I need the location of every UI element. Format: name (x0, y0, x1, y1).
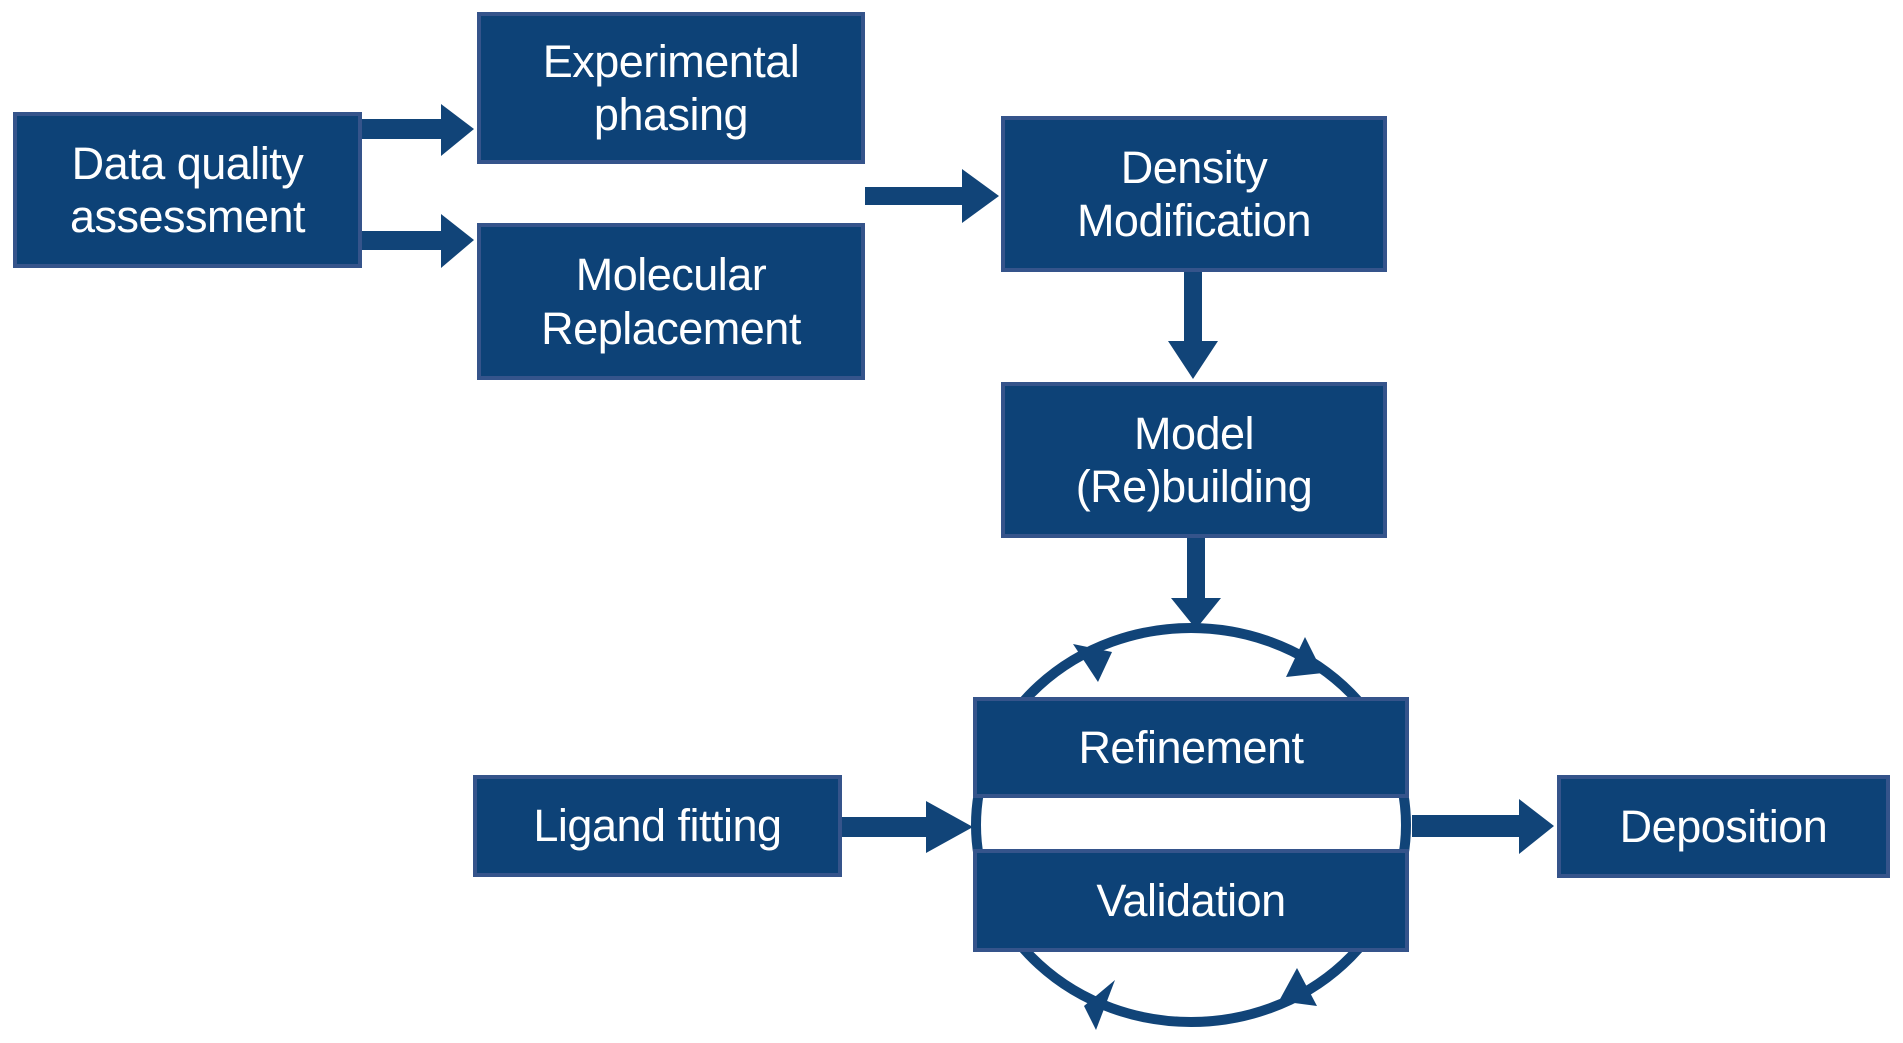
cycle-arrowhead-bottom-right-icon (1279, 968, 1317, 1006)
arrow-model-to-cycle (1171, 538, 1221, 629)
node-label-line: Deposition (1619, 800, 1828, 852)
node-label-line: Data quality (71, 137, 304, 189)
arrow-data-to-experimental (362, 104, 474, 156)
node-label-line: Modification (1076, 195, 1312, 246)
arrow-phasing-to-density (865, 169, 999, 223)
node-density-modification: Density Modification (1001, 116, 1387, 272)
cycle-ellipse (971, 623, 1411, 1027)
node-label-line: Density (1120, 141, 1268, 193)
arrow-data-to-molecular (362, 214, 474, 268)
arrow-cycle-to-deposition (1412, 799, 1554, 854)
node-label-line: Ligand fitting (533, 800, 782, 852)
node-label-line: Experimental (542, 35, 800, 87)
node-label-line: Validation (1096, 874, 1286, 926)
node-label-line: Replacement (541, 302, 801, 354)
node-label-line: (Re)building (1075, 461, 1313, 512)
node-label-line: Molecular (575, 249, 767, 301)
node-validation: Validation (973, 849, 1409, 952)
cycle-arrowhead-bottom-left-icon (1084, 980, 1115, 1030)
cycle-arrowhead-top-left-icon (1073, 644, 1112, 682)
node-label-line: phasing (593, 89, 749, 140)
node-molecular-replacement: Molecular Replacement (477, 223, 865, 380)
node-label-line: assessment (69, 191, 306, 242)
cycle-arrowhead-top-right-icon (1286, 637, 1323, 677)
node-label-line: Refinement (1078, 721, 1304, 773)
arrow-density-to-model (1168, 272, 1218, 379)
node-model-rebuilding: Model (Re)building (1001, 382, 1387, 538)
node-label-line: Model (1133, 407, 1255, 459)
node-refinement: Refinement (973, 697, 1409, 798)
arrow-ligand-to-cycle (842, 801, 973, 853)
node-data-quality-assessment: Data quality assessment (13, 112, 362, 268)
node-ligand-fitting: Ligand fitting (473, 775, 842, 877)
node-deposition: Deposition (1557, 775, 1890, 878)
node-experimental-phasing: Experimental phasing (477, 12, 865, 164)
